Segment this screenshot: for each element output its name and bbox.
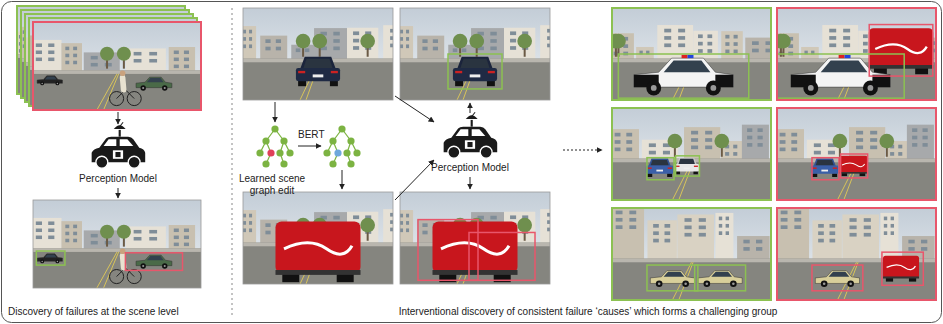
scene-image: [777, 8, 936, 100]
scene-image: [243, 192, 393, 284]
scene-image: [243, 8, 393, 100]
divider: [232, 8, 233, 318]
scene-image: [612, 208, 771, 300]
scene-image: [777, 208, 936, 300]
panel-caption: Discovery of failures at the scene level: [8, 306, 179, 318]
image-frame: [33, 200, 201, 288]
image-frame: [777, 208, 936, 300]
node-label: Learned scene graph edit: [235, 173, 309, 196]
image-frame: [777, 108, 936, 200]
image-frame: [400, 8, 550, 100]
flow-arrow: [470, 103, 471, 113]
image-frame: [777, 8, 936, 100]
image-frame: [612, 208, 771, 300]
image-frame: [33, 22, 201, 110]
flow-arrow: [275, 102, 276, 122]
flow-arrow: [118, 188, 119, 198]
scene-image: [612, 108, 771, 200]
flow-arrow: [118, 112, 119, 124]
node-label: Perception Model: [410, 162, 530, 174]
flow-arrow: [395, 160, 434, 200]
flow-arrow: [470, 177, 471, 189]
scene-image: [400, 8, 550, 100]
image-frame: [243, 8, 393, 100]
scene-image: [33, 200, 201, 288]
scene-image: [777, 108, 936, 200]
flow-arrow: [395, 96, 434, 122]
model-box: Perception Model: [58, 173, 178, 185]
image-frame: [612, 108, 771, 200]
scene-graph: [256, 125, 293, 167]
perception-car-icon: [92, 122, 146, 168]
flow-arrow: [563, 150, 602, 151]
node-label: Perception Model: [58, 173, 178, 185]
graph-edit-box: Learned scene graph edit: [235, 173, 309, 196]
scene-image: [400, 192, 550, 284]
image-frame: [612, 8, 771, 100]
flow-arrow: [298, 146, 321, 147]
image-frame: [243, 192, 393, 284]
scene-image: [33, 22, 201, 110]
scene-image: [612, 8, 771, 100]
scene-graph: [323, 125, 360, 167]
perception-car-icon: [444, 112, 498, 158]
panel-caption: Interventional discovery of consistent f…: [399, 306, 778, 318]
flow-arrow: [342, 170, 343, 189]
model-box: Perception Model: [410, 162, 530, 174]
model-name: BERT: [298, 129, 325, 141]
image-frame: [400, 192, 550, 284]
